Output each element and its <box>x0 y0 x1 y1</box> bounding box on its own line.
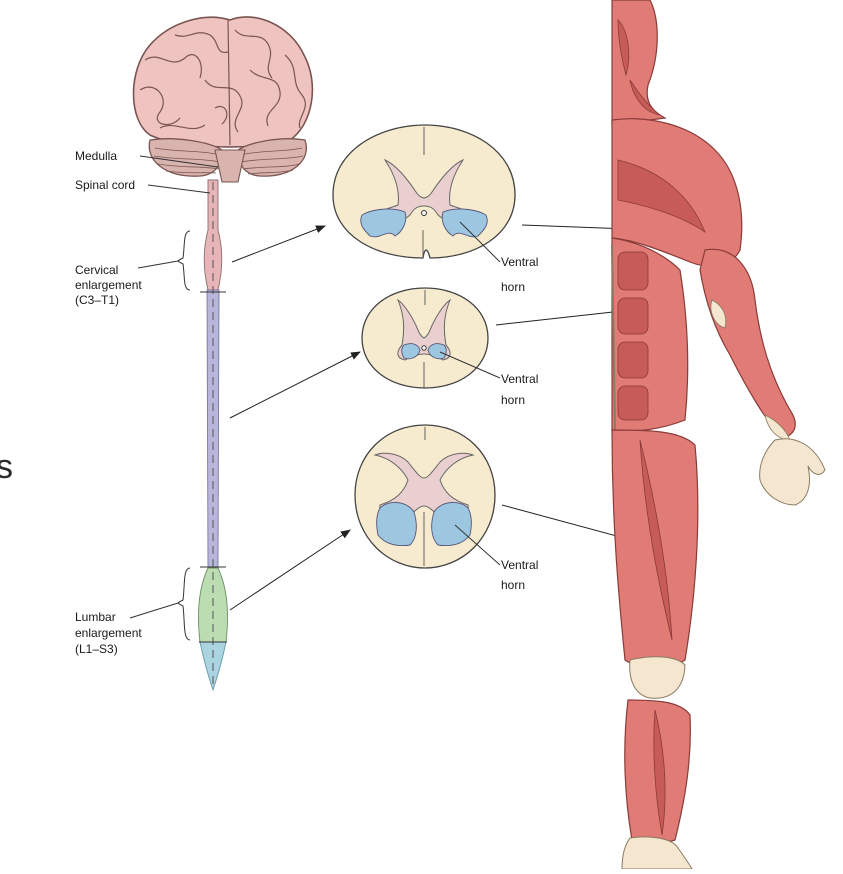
spinal-cord <box>198 179 228 692</box>
cervical-label-line3: (C3–T1) <box>75 293 119 307</box>
lumbar-label-line2: enlargement <box>75 626 142 640</box>
cord-to-section-arrows <box>229 225 361 611</box>
ventral-horn-label-2-line2: horn <box>501 393 525 407</box>
cross-section-lumbar: Ventral horn <box>354 424 538 592</box>
cervical-label-line2: enlargement <box>75 278 142 292</box>
lumbar-label-line3: (L1–S3) <box>75 642 118 656</box>
ventral-horn-label-3-line1: Ventral <box>501 558 538 572</box>
medulla-label: Medulla <box>75 149 117 163</box>
cross-section-thoracic: Ventral horn <box>361 287 538 407</box>
cervical-brace <box>177 230 191 291</box>
ventral-horn-label-1-line2: horn <box>501 280 525 294</box>
muscular-body-illustration <box>611 0 826 870</box>
brain-illustration <box>132 16 314 183</box>
lumbar-label-line1: Lumbar <box>75 610 116 624</box>
ventral-horn-label-1-line1: Ventral <box>501 255 538 269</box>
left-labels: Medulla Spinal cord Cervical enlargement… <box>75 149 219 656</box>
ventral-horn-label-3-line2: horn <box>501 578 525 592</box>
spinal-cord-label: Spinal cord <box>75 178 135 192</box>
lumbar-brace <box>177 567 191 641</box>
ventral-horn-label-2-line1: Ventral <box>501 372 538 386</box>
edge-letter-fragment: s <box>0 448 13 486</box>
cervical-label-line1: Cervical <box>75 263 118 277</box>
cerebellum <box>148 138 308 183</box>
cross-section-cervical: Ventral horn <box>332 124 538 294</box>
